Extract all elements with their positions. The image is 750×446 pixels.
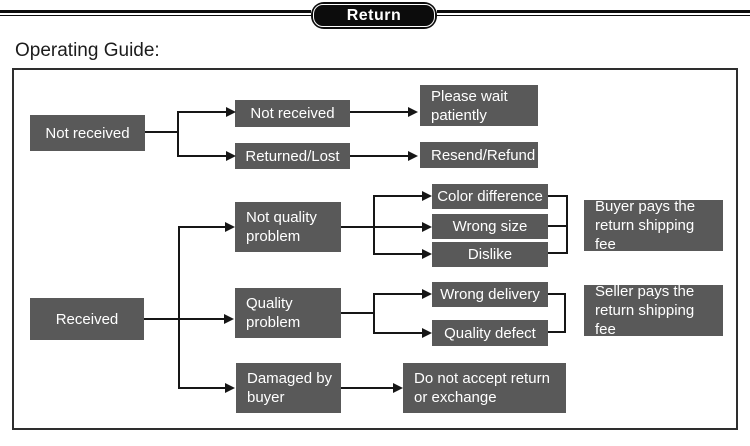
flow-line <box>350 155 408 157</box>
node-seller-pays: Seller pays the return shipping fee <box>584 283 723 338</box>
banner-title: Return <box>313 4 435 27</box>
flow-line <box>178 226 225 228</box>
flow-arrowhead <box>422 249 432 259</box>
bracket-line <box>548 195 568 197</box>
flow-arrowhead <box>224 314 234 324</box>
node-do-not-accept: Do not accept return or exchange <box>403 363 566 413</box>
flow-line <box>373 332 422 334</box>
node-wrong-size: Wrong size <box>432 214 548 239</box>
flow-arrowhead <box>225 383 235 393</box>
banner-rule-left-thin <box>0 15 311 16</box>
flow-line <box>177 111 226 113</box>
flow-line <box>144 318 224 320</box>
node-quality-problem: Quality problem <box>235 288 341 338</box>
bracket-line <box>548 293 566 295</box>
flow-arrowhead <box>422 289 432 299</box>
flow-arrowhead <box>422 191 432 201</box>
node-damaged-by-buyer: Damaged by buyer <box>236 363 341 413</box>
node-quality-defect: Quality defect <box>432 320 548 346</box>
flow-line <box>145 131 177 133</box>
flow-line <box>341 312 375 314</box>
flow-line <box>373 293 375 334</box>
flow-line <box>373 253 422 255</box>
bracket-line <box>548 331 566 333</box>
flow-line <box>373 195 375 255</box>
flow-line <box>373 195 422 197</box>
flow-line <box>373 293 422 295</box>
flow-line <box>177 111 179 157</box>
node-color-difference: Color difference <box>432 184 548 209</box>
flowchart-frame <box>12 68 738 430</box>
node-please-wait: Please wait patiently <box>420 85 538 126</box>
flow-line <box>178 226 180 389</box>
flow-line <box>341 226 375 228</box>
node-buyer-pays: Buyer pays the return shipping fee <box>584 198 723 253</box>
node-not-received-case: Not received <box>235 100 350 127</box>
node-returned-lost: Returned/Lost <box>235 143 350 169</box>
bracket-line <box>564 293 566 333</box>
node-resend-refund: Resend/Refund <box>420 142 538 168</box>
node-wrong-delivery: Wrong delivery <box>432 282 548 307</box>
bracket-line <box>548 252 568 254</box>
flow-line <box>341 387 393 389</box>
bracket-line <box>548 225 568 227</box>
node-not-received-root: Not received <box>30 115 145 151</box>
flow-line <box>373 226 422 228</box>
node-received-root: Received <box>30 298 144 340</box>
flow-arrowhead <box>226 151 236 161</box>
bracket-line <box>566 195 568 254</box>
node-dislike: Dislike <box>432 242 548 267</box>
flow-arrowhead <box>408 107 418 117</box>
flow-arrowhead <box>393 383 403 393</box>
return-banner-badge: Return <box>311 2 437 29</box>
flow-arrowhead <box>225 222 235 232</box>
flow-line <box>350 111 408 113</box>
flow-line <box>177 155 226 157</box>
flow-arrowhead <box>226 107 236 117</box>
page-title: Operating Guide: <box>15 40 160 61</box>
banner-rule-right-thin <box>437 15 750 16</box>
flow-line <box>178 387 225 389</box>
node-not-quality-problem: Not quality problem <box>235 202 341 252</box>
flow-arrowhead <box>408 151 418 161</box>
banner-rule-right-thick <box>437 10 750 13</box>
flow-arrowhead <box>422 328 432 338</box>
banner-rule-left-thick <box>0 10 311 13</box>
flow-arrowhead <box>422 222 432 232</box>
